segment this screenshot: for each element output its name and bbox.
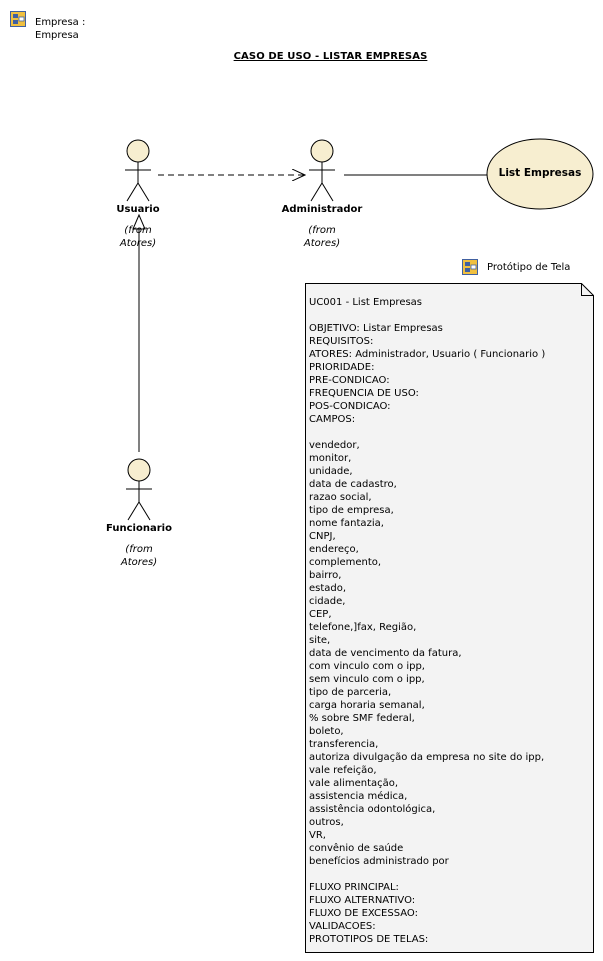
diagram-title: CASO DE USO - LISTAR EMPRESAS xyxy=(233,51,428,62)
funcionario-from-line2: Atores) xyxy=(120,557,158,568)
use-case-ellipse[interactable] xyxy=(486,138,594,210)
generalization-arrowhead xyxy=(132,213,146,230)
administrador-from-line2: Atores) xyxy=(303,238,341,249)
package-label-line2: Empresa xyxy=(35,30,79,41)
package-icon xyxy=(10,11,26,27)
package-label-line1: Empresa : xyxy=(35,17,86,28)
funcionario-name[interactable]: Funcionario xyxy=(106,523,172,534)
funcionario-from: (from Atores) xyxy=(99,543,179,569)
use-case-label[interactable]: List Empresas xyxy=(498,167,582,179)
administrador-name[interactable]: Administrador xyxy=(281,204,363,215)
prototype-icon xyxy=(462,259,478,275)
package-label: Empresa : Empresa xyxy=(35,16,85,42)
prototype-label[interactable]: Protótipo de Tela xyxy=(487,262,571,273)
note-shape[interactable] xyxy=(305,283,594,953)
administrador-from: (from Atores) xyxy=(282,224,362,250)
funcionario-actor-figure[interactable] xyxy=(126,458,152,521)
usuario-name[interactable]: Usuario xyxy=(116,204,160,215)
note-text: UC001 - List Empresas OBJETIVO: Listar E… xyxy=(309,297,546,945)
administrador-actor-figure[interactable] xyxy=(309,139,335,202)
usuario-from-line2: Atores) xyxy=(119,238,157,249)
usuario-from: (from Atores) xyxy=(98,224,178,250)
funcionario-from-line1: (from xyxy=(125,544,153,555)
usuario-actor-figure[interactable] xyxy=(125,139,151,202)
usuario-from-line1: (from xyxy=(124,225,152,236)
administrador-from-line1: (from xyxy=(308,225,336,236)
